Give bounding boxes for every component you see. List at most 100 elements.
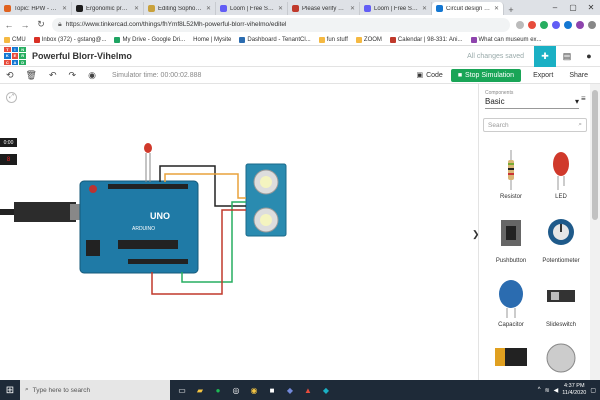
component-capacitor[interactable]: Capacitor (487, 276, 535, 336)
bookmark[interactable]: Calendar | 98-331: Ani... (389, 36, 463, 43)
spotify-icon[interactable]: ● (215, 385, 221, 395)
wire-black[interactable] (159, 165, 246, 207)
close-window-icon[interactable]: ✕ (587, 3, 595, 12)
chrome-icon[interactable]: ◉ (250, 385, 258, 395)
menu-dots-icon[interactable] (588, 20, 596, 29)
component-list-icon[interactable]: ▤ (562, 50, 572, 61)
reload-icon[interactable]: ↻ (37, 19, 45, 29)
task-view-icon[interactable]: ▭ (178, 385, 186, 395)
back-icon[interactable]: ← (4, 19, 14, 30)
workplane-canvas[interactable]: ⤢ 0:00 8 UNO ARDUINO ❯ (0, 84, 478, 380)
minimize-icon[interactable]: – (552, 3, 558, 12)
category-value: Basic▾ (485, 96, 579, 109)
close-tab-icon[interactable]: ✕ (349, 6, 355, 12)
bookmark[interactable]: CMU (4, 36, 26, 43)
eye-icon[interactable]: ◉ (88, 69, 96, 80)
scrollbar-thumb[interactable] (592, 90, 598, 220)
wire-green[interactable] (181, 201, 246, 283)
windows-start-icon[interactable]: ⊞ (5, 384, 15, 396)
bookmark[interactable]: Dashboard - TenantCl... (239, 36, 311, 43)
list-view-icon[interactable]: ≡ (581, 94, 586, 103)
app-icon[interactable]: ■ (269, 385, 275, 395)
url-field[interactable]: 🔒︎ https://www.tinkercad.com/things/fhYm… (52, 17, 510, 32)
logo-letter: A (11, 59, 19, 66)
browser-tab[interactable]: Please verify your✕ (288, 2, 360, 15)
collapse-panel-icon[interactable]: ❯ (472, 229, 478, 240)
redo-icon[interactable]: ↷ (68, 69, 77, 80)
share-button[interactable]: Share (569, 71, 588, 79)
bookmark[interactable]: Home | Mysite (193, 36, 232, 43)
window-controls: – ▢ ✕ (546, 0, 600, 15)
tab-favicon (364, 5, 371, 12)
arduino-board[interactable] (79, 180, 199, 274)
bookmark[interactable]: ZOOM (355, 36, 382, 43)
bookmark[interactable]: Inbox (372) - gstang@... (33, 36, 106, 43)
extension-icon[interactable] (552, 20, 560, 29)
user-avatar[interactable]: ● (586, 51, 592, 61)
browser-tab[interactable]: Loom | Free Screen✕ (216, 2, 288, 15)
notification-icon[interactable]: ▢ (590, 387, 596, 394)
export-button[interactable]: Export (533, 71, 554, 79)
close-tab-icon[interactable]: ✕ (493, 6, 499, 12)
address-bar-row: ← → ↻ 🔒︎ https://www.tinkercad.com/thing… (0, 15, 600, 34)
taskbar-search[interactable]: ⌕ Type here to search (20, 380, 170, 400)
category-select[interactable]: Components Basic▾ (485, 90, 579, 109)
tray-chevron-icon[interactable]: ^ (537, 387, 541, 393)
power-jack (86, 240, 100, 256)
extension-icon[interactable] (564, 20, 572, 29)
volume-icon[interactable]: ◀ (553, 387, 559, 394)
close-tab-icon[interactable]: ✕ (61, 6, 67, 12)
browser-tab[interactable]: Topic: HPW - Mid-✕ (0, 2, 72, 15)
extension-icon[interactable] (528, 20, 536, 29)
forward-icon[interactable]: → (20, 19, 30, 30)
close-tab-icon[interactable]: ✕ (421, 6, 427, 12)
extension-icon[interactable] (540, 20, 548, 29)
component-potentiometer[interactable]: Potentiometer (537, 212, 585, 272)
new-tab-icon[interactable]: + (508, 5, 514, 15)
browser-tab[interactable]: Ergonomic product✕ (72, 2, 144, 15)
close-tab-icon[interactable]: ✕ (205, 6, 211, 12)
delete-icon[interactable]: 🗑︎ (25, 69, 37, 80)
wire-red[interactable] (151, 209, 246, 295)
component-coin-cell[interactable] (537, 340, 585, 380)
profile-avatar[interactable] (576, 20, 584, 29)
component-resistor[interactable]: Resistor (487, 148, 535, 208)
app-icon[interactable]: ◆ (322, 385, 330, 395)
stop-simulation-button[interactable]: ■Stop Simulation (450, 68, 522, 82)
clock[interactable]: 4:37 PM 11/4/2020 (562, 383, 587, 396)
bookmark[interactable]: fun stuff (318, 36, 348, 43)
browser-tab-strip: Topic: HPW - Mid-✕ Ergonomic product✕ Ed… (0, 0, 600, 15)
rotate-icon[interactable]: ⟲ (6, 69, 14, 80)
component-pushbutton[interactable]: Pushbutton (487, 212, 535, 272)
component-battery[interactable] (487, 340, 535, 380)
battery-icon (495, 348, 527, 366)
bookmark[interactable]: What can museum ex... (470, 36, 542, 43)
code-button[interactable]: ▣Code (416, 71, 443, 80)
reset-button[interactable] (89, 185, 97, 193)
network-icon[interactable]: ≋ (544, 387, 550, 394)
component-slideswitch[interactable]: Slideswitch (537, 276, 585, 336)
browser-tab[interactable]: Loom | Free Screen✕ (360, 2, 432, 15)
close-tab-icon[interactable]: ✕ (133, 6, 139, 12)
close-tab-icon[interactable]: ✕ (277, 6, 283, 12)
design-title[interactable]: Powerful Blorr-Vihelmo (32, 51, 132, 61)
steam-icon[interactable]: ◎ (232, 385, 240, 395)
bookmark[interactable]: My Drive - Google Dri... (114, 36, 185, 43)
circuit-view-icon[interactable]: ✚ (534, 45, 556, 67)
component-search-input[interactable]: Search ⌕ (483, 118, 587, 132)
panel-scrollbar[interactable] (590, 84, 600, 380)
file-explorer-icon[interactable]: ▰ (196, 385, 204, 395)
maximize-icon[interactable]: ▢ (569, 3, 577, 12)
undo-icon[interactable]: ↶ (48, 69, 57, 80)
browser-tab-active[interactable]: Circuit design Pow✕ (432, 2, 504, 15)
browser-tab[interactable]: Editing Sophomore✕ (144, 2, 216, 15)
app-icon[interactable]: ▲ (304, 385, 312, 395)
zoom-to-fit-icon[interactable]: ⤢ (6, 92, 17, 103)
discord-icon[interactable]: ◆ (286, 385, 294, 395)
wire-orange[interactable] (164, 173, 246, 199)
led-component[interactable] (144, 143, 152, 153)
search-icon: ⌕ (25, 386, 29, 393)
star-icon[interactable] (516, 20, 524, 29)
component-led[interactable]: LED (537, 148, 585, 208)
